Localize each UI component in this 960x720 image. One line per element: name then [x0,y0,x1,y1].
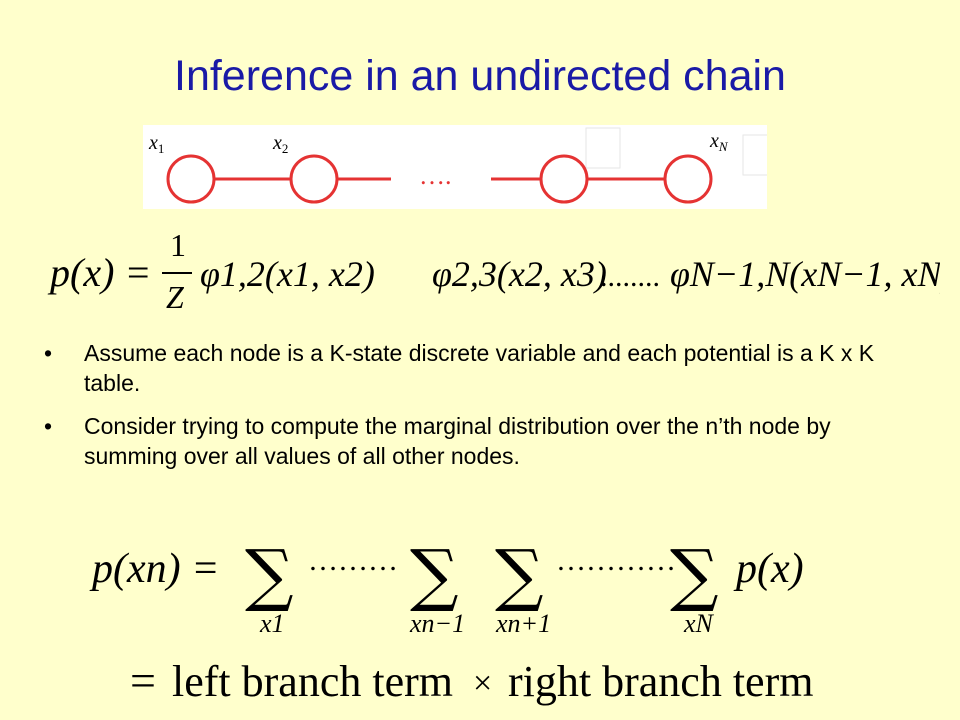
formula-marginal-rhs: p(x) [733,546,804,592]
node-x2 [289,154,339,204]
sum-symbol-2: ∑ [410,536,459,615]
node-xN-1 [539,154,589,204]
sum-limit-3: xn+1 [495,609,551,638]
formula-branch-eq: = [130,655,156,706]
formula-joint-fraction-num: 1 [170,228,186,263]
formula-branch: = left branch term × right branch term [130,655,813,706]
formula-joint-fraction-den: Z [166,279,185,315]
diagram-background [143,125,767,209]
formula-marginal-lhs: p(xn) = [89,546,219,592]
formula-branch-left: left branch term [172,657,453,706]
formula-joint: p(x) = 1 Z φ1,2(x1, x2) φ2,3(x2, x3) ...… [47,228,940,315]
bullet-text: Assume each node is a K-state discrete v… [84,340,875,396]
diagram-label-box-right [742,134,767,176]
formula-marginal-dots-right: ………… [556,544,676,577]
node-xN [663,154,713,204]
node-label-xN: xN [709,130,729,154]
bullet-item: • Consider trying to compute the margina… [44,411,924,471]
bullet-list: • Assume each node is a K-state discrete… [44,338,924,484]
diagram-label-box-left [585,127,621,169]
sum-symbol-1: ∑ [245,536,294,615]
formula-marginal: p(xn) = ∑ x1 ……… ∑ xn−1 ∑ xn+1 ………… ∑ xN… [89,536,804,638]
sum-limit-1: x1 [259,609,285,638]
formula-joint-dots: ........ [600,260,660,293]
formula-branch-times: × [473,665,492,702]
formula-joint-lhs: p(x) = [47,250,151,295]
node-label-x1: x1 [148,132,164,156]
formula-joint-factor2: φ2,3(x2, x3) [432,254,607,294]
bullet-marker: • [44,413,53,439]
formula-joint-factor3: φN−1,N(xN−1, xN) [670,254,940,294]
chain-ellipsis: …. [419,161,452,190]
slide-title: Inference in an undirected chain [174,52,786,100]
node-x1 [166,154,216,204]
sum-symbol-4: ∑ [670,536,719,615]
sum-limit-2: xn−1 [409,609,465,638]
sum-limit-4: xN [683,609,715,638]
formula-marginal-dots-left: ……… [308,544,398,577]
formula-branch-right: right branch term [508,657,813,706]
bullet-item: • Assume each node is a K-state discrete… [44,338,924,398]
node-label-x2: x2 [272,132,288,156]
bullet-text: Consider trying to compute the marginal … [84,413,831,469]
sum-symbol-3: ∑ [495,536,544,615]
bullet-marker: • [44,340,53,366]
chain-diagram: …. x1 x2 xN [143,125,767,209]
formula-joint-factor1: φ1,2(x1, x2) [200,254,375,294]
